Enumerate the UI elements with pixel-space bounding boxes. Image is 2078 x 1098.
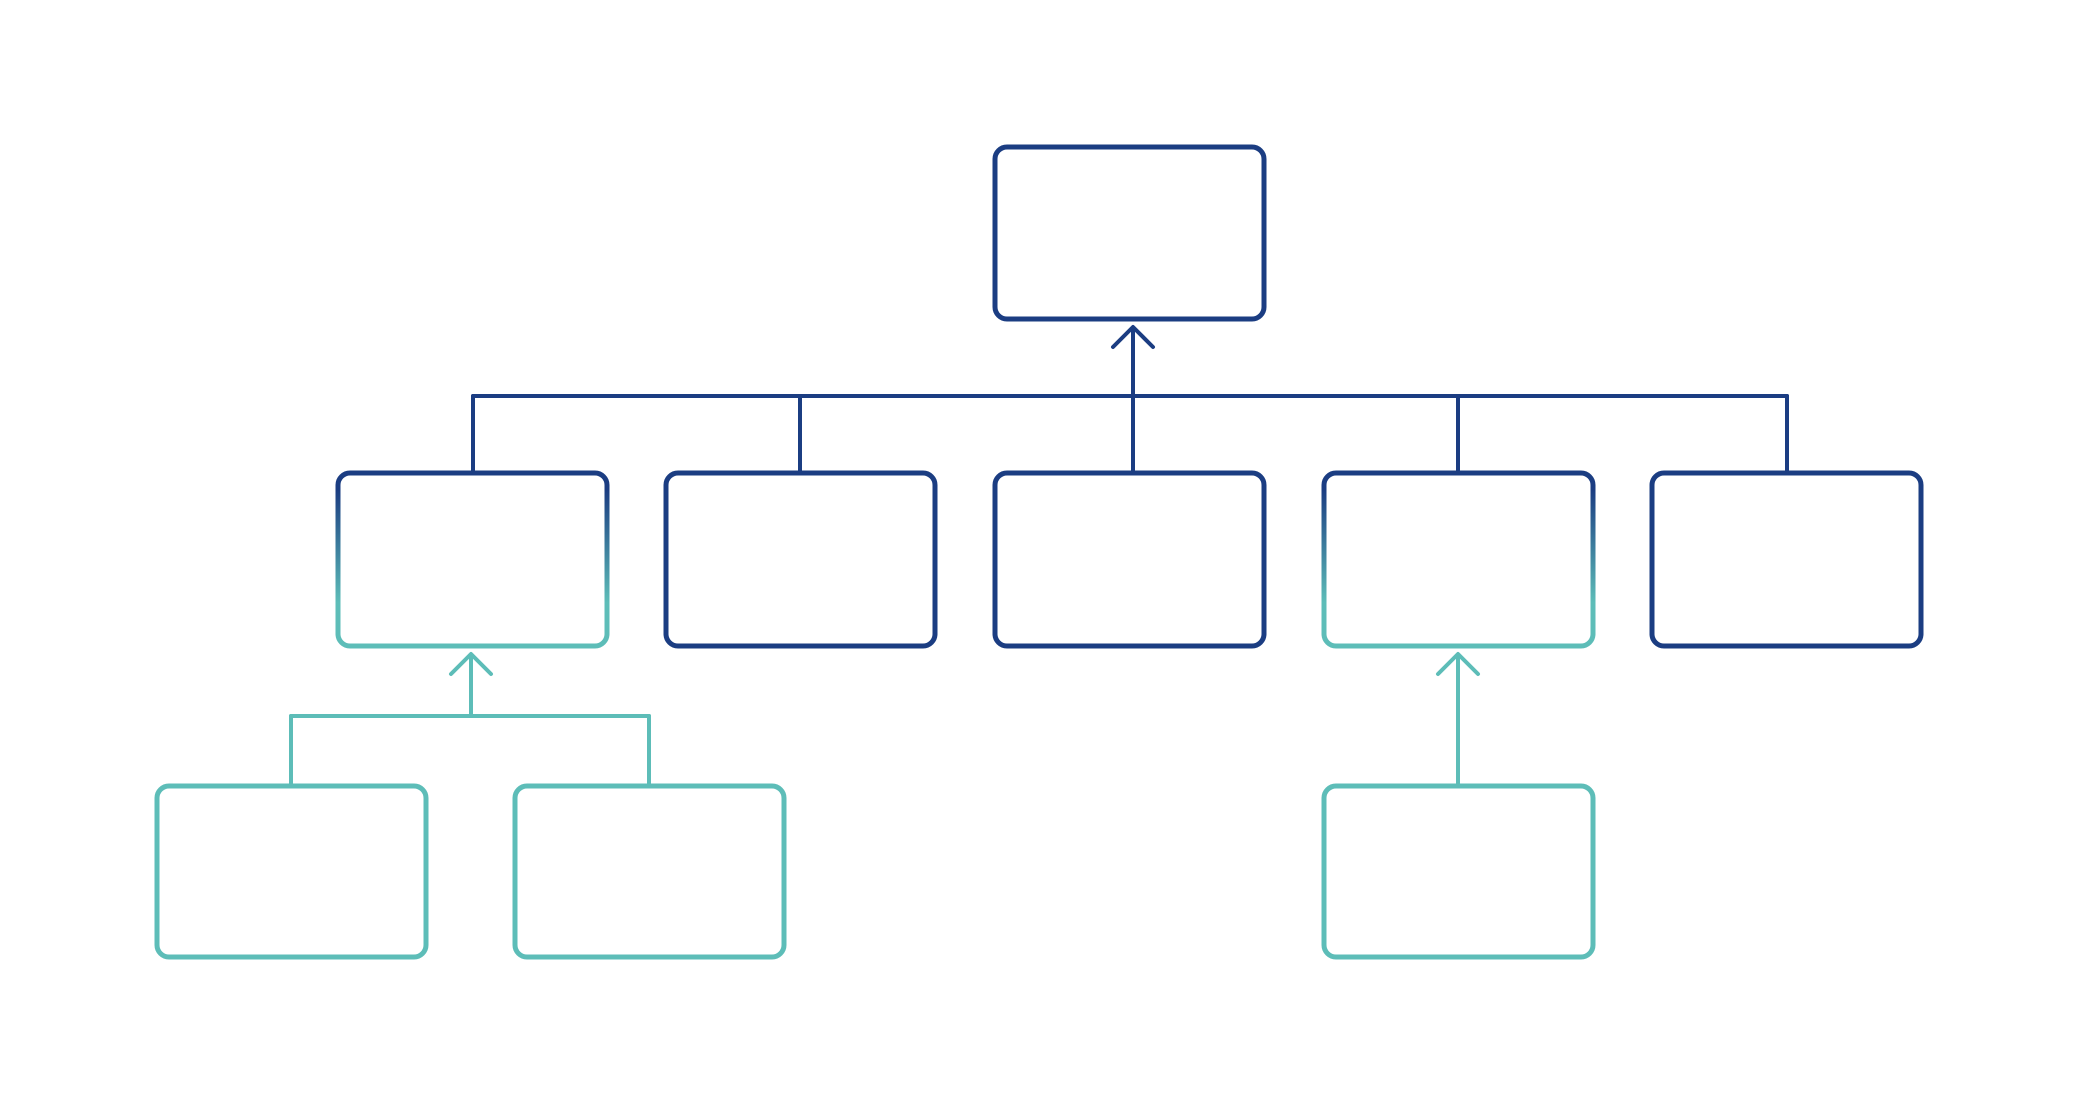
arrowhead-root-icon bbox=[1111, 325, 1155, 349]
node-child-3 bbox=[992, 470, 1267, 649]
node-child-2 bbox=[663, 470, 938, 649]
node-child-5 bbox=[1649, 470, 1924, 649]
connector-level1-to-root bbox=[471, 326, 1789, 474]
node-root bbox=[992, 144, 1267, 322]
node-child-1 bbox=[335, 470, 610, 649]
arrowhead-child-1-icon bbox=[449, 652, 493, 676]
node-child-4 bbox=[1321, 470, 1596, 649]
node-grandchild-2 bbox=[512, 783, 787, 960]
node-grandchild-1 bbox=[154, 783, 429, 960]
connector-grandchildren-to-child-1 bbox=[289, 653, 651, 787]
node-grandchild-3 bbox=[1321, 783, 1596, 960]
arrowhead-child-4-icon bbox=[1436, 652, 1480, 676]
